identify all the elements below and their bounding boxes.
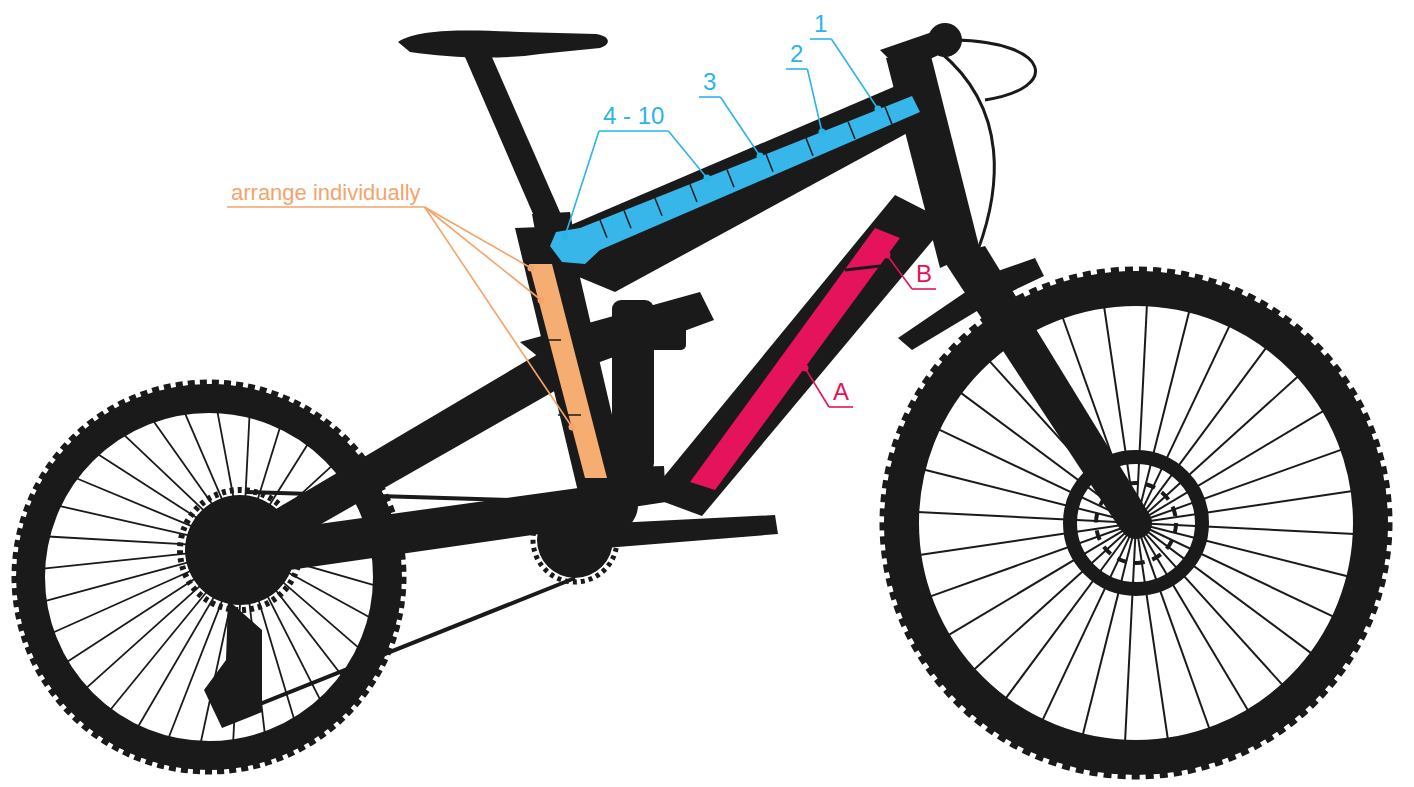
spoke <box>919 525 1122 555</box>
callout-label: 3 <box>703 70 716 94</box>
saddle <box>398 31 608 58</box>
leader-line <box>887 255 912 289</box>
callout-label: B <box>916 262 932 286</box>
callout-label: arrange individually <box>231 182 421 204</box>
callout-leader <box>562 131 711 240</box>
brake-hose <box>940 52 994 250</box>
leader-dot <box>802 365 809 372</box>
zone-divider <box>727 170 734 188</box>
wheels <box>16 271 1388 775</box>
shock-reservoir <box>650 322 686 350</box>
head-tube <box>886 52 980 268</box>
label-underline <box>699 96 720 98</box>
zone-divider <box>538 339 561 341</box>
spoke <box>1137 304 1147 509</box>
rear-rim <box>43 411 375 743</box>
leader-dot <box>819 129 826 136</box>
label-underline <box>912 288 936 290</box>
leader-line <box>565 131 599 236</box>
zone-divider <box>766 154 773 172</box>
leader-line <box>425 207 531 268</box>
label-underline <box>810 38 831 40</box>
callout-leader <box>786 69 826 136</box>
spoke <box>1005 534 1127 699</box>
callout-leader <box>227 207 576 431</box>
callout-leader <box>802 365 854 408</box>
callout-leader <box>699 97 764 160</box>
seatstay <box>232 350 565 560</box>
seatpost <box>462 48 566 230</box>
spoke <box>1125 537 1135 742</box>
spoke <box>1144 347 1266 512</box>
leader-line <box>831 39 878 109</box>
frame <box>180 23 1152 728</box>
spoke <box>1141 536 1210 729</box>
leader-dot <box>875 106 882 113</box>
spoke <box>1150 491 1353 521</box>
leader-line <box>425 207 572 427</box>
leader-dot <box>528 265 535 272</box>
wheel-spokes <box>43 304 1355 743</box>
leader-dot <box>884 252 891 259</box>
zone-divider <box>806 138 813 156</box>
zone-divider <box>845 266 880 270</box>
zone-divider <box>690 184 697 202</box>
spoke <box>1150 524 1355 534</box>
brake-hose <box>955 40 1035 100</box>
leader-line <box>805 368 829 407</box>
callout-label: 2 <box>790 42 803 66</box>
leader-dot <box>757 153 764 160</box>
rear-tire-knobs <box>16 384 402 770</box>
top-tube-zone <box>550 96 920 264</box>
callout-leader <box>810 39 882 113</box>
leader-dot <box>562 233 569 240</box>
spoke <box>917 512 1122 522</box>
leader-line <box>807 69 822 132</box>
zone-divider <box>885 107 892 125</box>
leader-line <box>425 207 541 300</box>
rear-tire <box>29 397 389 757</box>
zone-divider <box>558 414 581 416</box>
spoke <box>1147 531 1312 653</box>
down-tube <box>648 195 948 516</box>
zone-divider <box>624 211 631 229</box>
leader-line <box>668 131 707 178</box>
label-underline <box>599 130 668 132</box>
label-underline <box>829 406 853 408</box>
zone-divider <box>848 121 855 139</box>
zone-divider <box>600 220 607 238</box>
spoke <box>1149 449 1342 518</box>
spoke <box>1138 537 1168 740</box>
down-tube-zone <box>690 228 900 490</box>
zone-divider <box>655 198 662 216</box>
spoke-set <box>43 411 375 743</box>
leader-dot <box>704 175 711 182</box>
callout-leader <box>884 252 937 290</box>
seat-tube-zone <box>529 264 607 478</box>
leader-line <box>720 97 760 156</box>
callout-label: 4 - 10 <box>603 104 664 128</box>
callout-label: A <box>833 380 849 404</box>
callout-label: 1 <box>814 12 827 36</box>
front-fender <box>898 258 1044 350</box>
spoke <box>930 528 1123 597</box>
leader-dot <box>538 297 545 304</box>
leader-dot <box>569 424 576 431</box>
protection-zones <box>529 96 920 490</box>
label-underline <box>786 68 807 70</box>
label-underline <box>227 206 425 208</box>
